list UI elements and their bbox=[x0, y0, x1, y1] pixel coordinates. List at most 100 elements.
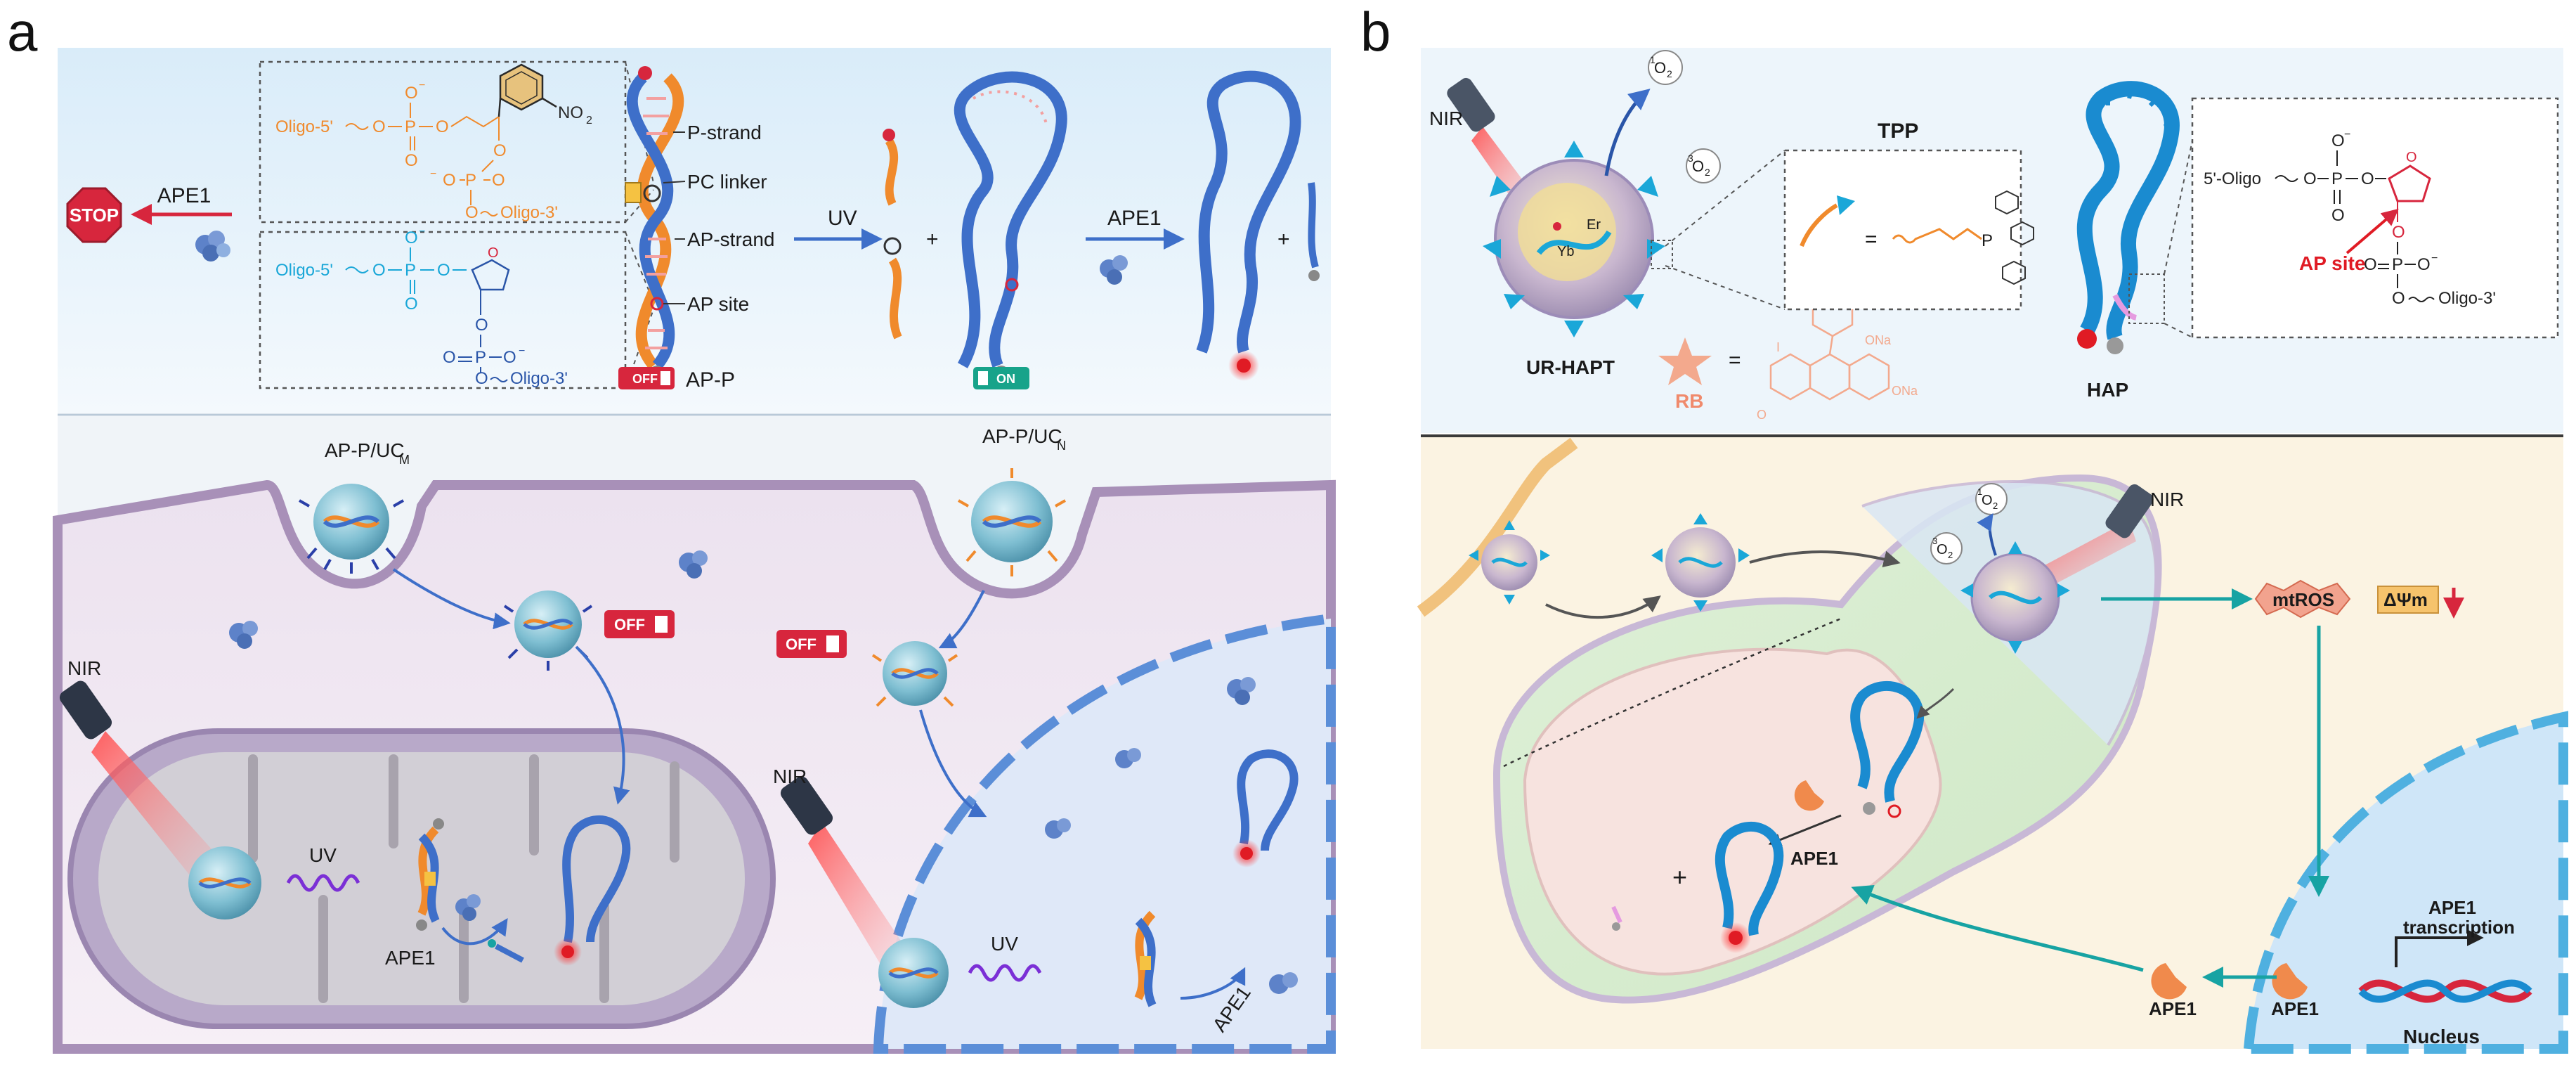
ap-p-ucn-sub: N bbox=[1057, 439, 1066, 453]
svg-text:O: O bbox=[2331, 206, 2345, 225]
o2-2-label: O bbox=[1692, 157, 1704, 175]
nanoparticle-b-outside bbox=[1469, 520, 1550, 605]
chem-no2: NO bbox=[558, 103, 583, 122]
chem-oligo3-bottom: Oligo-3' bbox=[510, 369, 568, 388]
svg-text:O: O bbox=[492, 171, 505, 190]
ape1-right-label: APE1 bbox=[1107, 207, 1162, 230]
tpp-phenyl-rings bbox=[1995, 190, 2034, 285]
svg-text:O: O bbox=[437, 261, 450, 280]
chem-no2-sub: 2 bbox=[586, 115, 592, 127]
o2-1-label: O bbox=[1654, 59, 1666, 77]
o2-2-sub: 2 bbox=[1705, 167, 1710, 178]
svg-text:−: − bbox=[419, 226, 425, 238]
chem-box-bottom bbox=[259, 231, 627, 389]
nucleus-label: Nucleus bbox=[2403, 1026, 2480, 1047]
b-oligo5-label: 5'-Oligo bbox=[2204, 169, 2261, 188]
svg-text:O: O bbox=[443, 348, 456, 367]
svg-text:O: O bbox=[405, 228, 418, 247]
panel-a-top-background bbox=[58, 48, 1331, 413]
triplet-oxygen-bubble-bottom bbox=[1930, 532, 1963, 564]
rb-i-label: I bbox=[1776, 340, 1780, 354]
ur-hapt-nanoparticle bbox=[1483, 141, 1665, 337]
svg-text:O: O bbox=[2361, 169, 2374, 188]
svg-text:O: O bbox=[443, 171, 456, 190]
svg-text:O: O bbox=[2417, 255, 2431, 274]
probe-activation-mito bbox=[416, 818, 444, 931]
er-label: Er bbox=[1587, 217, 1601, 233]
off-switch-bottom-2: OFF bbox=[776, 630, 847, 658]
plus-top-2: + bbox=[1277, 228, 1290, 251]
chem-o-top: O bbox=[465, 203, 479, 222]
ap-site-structure: Oligo-5' O P O− O O O O P O O− O bbox=[275, 226, 568, 388]
chem-connector-4 bbox=[625, 309, 654, 389]
hap-hairpin bbox=[2076, 81, 2180, 354]
ap-p-ucm-sub: M bbox=[399, 453, 410, 467]
cleaved-fragment-b bbox=[1611, 905, 1622, 931]
mito-inner-arrow bbox=[1916, 688, 1955, 719]
chem-connector-2 bbox=[625, 189, 654, 223]
ape1-label-b-a: APE1 bbox=[1790, 848, 1838, 869]
off-label-top: OFF bbox=[632, 372, 658, 386]
ape1-transcription-label-2: transcription bbox=[2403, 917, 2515, 938]
mito-target-arrow bbox=[575, 645, 630, 805]
nir-laser-a2 bbox=[780, 776, 921, 984]
svg-text:O: O bbox=[503, 348, 516, 367]
ape1-proteins-scattered-a bbox=[229, 550, 1298, 994]
pc-linker-label: PC linker bbox=[687, 171, 767, 193]
ap-connector-1 bbox=[2164, 140, 2193, 275]
plus-top-1: + bbox=[926, 228, 939, 251]
nanoparticle-in-nucleus bbox=[878, 938, 949, 1008]
nitrobenzyl-ring: NO 2 bbox=[497, 63, 592, 127]
nir-label-a1: NIR bbox=[67, 657, 101, 679]
ape1-left-label: APE1 bbox=[157, 184, 212, 207]
nir-label-b-top: NIR bbox=[1429, 108, 1463, 129]
ap-p-label: AP-P bbox=[686, 368, 735, 392]
nanoparticle-in-mito bbox=[188, 846, 261, 919]
svg-text:O: O bbox=[436, 117, 449, 136]
ape1-label-b-c: APE1 bbox=[2271, 998, 2319, 1019]
hap-label: HAP bbox=[2087, 379, 2128, 401]
uv-label-top: UV bbox=[828, 207, 857, 230]
o2-b-sup: 3 bbox=[1932, 536, 1937, 546]
ape1-protein-icon-right bbox=[1100, 255, 1128, 285]
released-fragment-right bbox=[1308, 182, 1320, 281]
cleaved-hairpin bbox=[1196, 70, 1301, 381]
nanoparticle-ucn-cytoplasm bbox=[871, 641, 958, 707]
mtros-burst bbox=[2254, 579, 2351, 619]
ap-p-ucm-label: AP-P/UC bbox=[325, 439, 405, 461]
svg-text:P: P bbox=[2392, 255, 2403, 274]
panel-a: STOP APE1 Oligo-5' O P O− O O bbox=[53, 48, 1336, 1054]
o2-b-label: O bbox=[1937, 542, 1948, 557]
ape1-label-b-b: APE1 bbox=[2149, 998, 2197, 1019]
probe-activation-nucleus bbox=[1134, 910, 1157, 1007]
ape1-to-mito-arrow bbox=[1851, 884, 2144, 972]
cleavage-arrow-b bbox=[1768, 814, 1842, 846]
tpp-arrow-icon bbox=[1800, 195, 1855, 247]
ap-site-box-b bbox=[2191, 97, 2559, 339]
pc-linker-structure: Oligo-5' O P O− O O O P O− O O Oligo-3' bbox=[275, 79, 558, 222]
active-hairpin-mito bbox=[554, 815, 631, 966]
svg-text:P: P bbox=[405, 261, 416, 280]
cell-membrane-b bbox=[1417, 437, 1578, 617]
off-label-bottom-1: OFF bbox=[614, 616, 645, 633]
rb-ona-label-1: ONa bbox=[1865, 333, 1892, 347]
panel-a-letter: a bbox=[7, 1, 38, 63]
rb-equals: = bbox=[1729, 349, 1741, 372]
svg-text:O: O bbox=[493, 141, 507, 160]
svg-text:O: O bbox=[488, 245, 499, 261]
hap-hairpin-mito-1 bbox=[1850, 680, 1925, 818]
svg-text:O: O bbox=[2392, 223, 2405, 242]
svg-text:O: O bbox=[2303, 169, 2317, 188]
svg-text:O: O bbox=[2331, 131, 2345, 150]
b-ap-site-label: AP site bbox=[2299, 252, 2365, 274]
tpp-connector-1 bbox=[1665, 150, 1785, 247]
svg-text:O: O bbox=[475, 316, 488, 335]
singlet-oxygen-arrow-top bbox=[1604, 89, 1651, 176]
svg-text:O: O bbox=[405, 84, 418, 103]
o2-1-sub: 2 bbox=[1667, 68, 1672, 79]
rb-star-icon bbox=[1658, 337, 1712, 385]
nanoparticle-ucm-cytoplasm bbox=[503, 590, 593, 671]
chem-oligo3-top: Oligo-3' bbox=[500, 203, 558, 222]
ap-site-pointer bbox=[2346, 208, 2399, 254]
svg-text:P: P bbox=[475, 348, 486, 367]
